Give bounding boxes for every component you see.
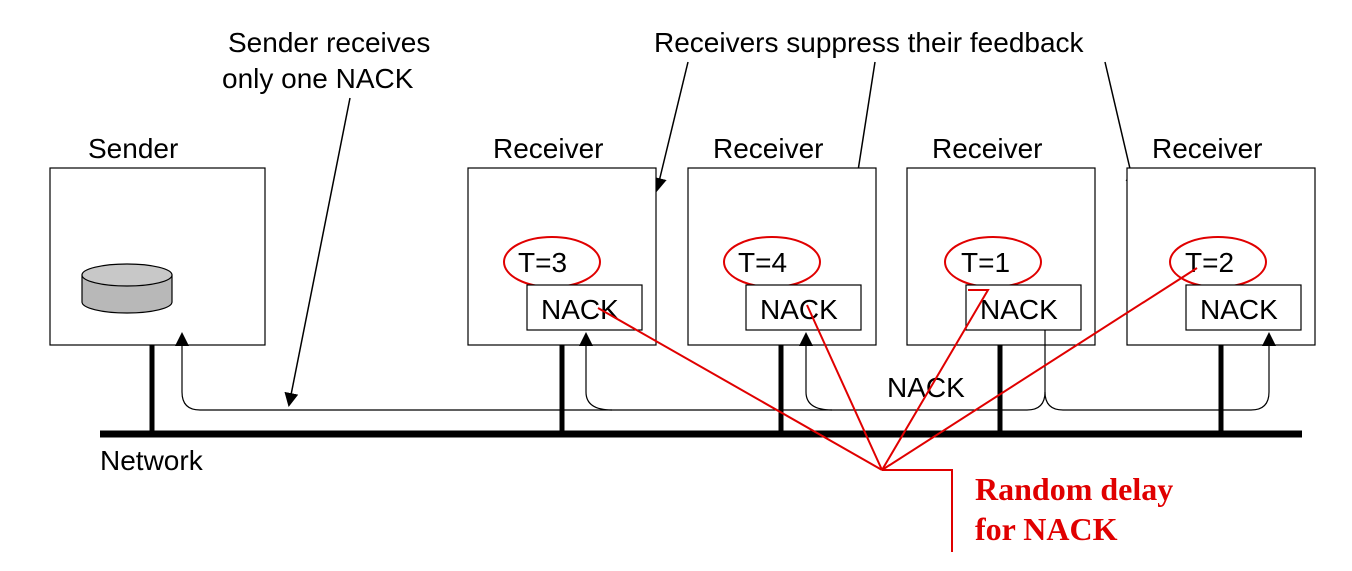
receiver-label: Receiver (1152, 133, 1262, 164)
nack-label: NACK (760, 294, 838, 325)
receiver-3: Receiver T=1 NACK (906, 133, 1096, 346)
delay-line-receiver-1 (597, 307, 883, 471)
callout-bracket (882, 469, 953, 552)
callout-random-delay-line2: for NACK (975, 511, 1118, 547)
suppress-pointer-arrow-1 (653, 61, 689, 192)
callout-random-delay-line1: Random delay (975, 471, 1173, 507)
receivers-suppress-annotation: Receivers suppress their feedback (654, 27, 1085, 58)
network-label: Network (100, 445, 204, 476)
nack-path-to-receiver-4 (1044, 332, 1276, 411)
timer-value: T=1 (961, 247, 1010, 278)
sender-receives-annotation-line2: only one NACK (222, 63, 414, 94)
nack-path-to-receiver-1 (579, 332, 613, 411)
nack-box (965, 284, 1082, 331)
receiver-label: Receiver (493, 133, 603, 164)
timer-value: T=3 (518, 247, 567, 278)
nack-label: NACK (1200, 294, 1278, 325)
delay-line-receiver-2 (806, 304, 883, 471)
receiver-2: Receiver T=4 NACK (687, 133, 877, 346)
nack-path-to-sender (175, 330, 1046, 411)
sender-label: Sender (88, 133, 178, 164)
receiver-label: Receiver (713, 133, 823, 164)
nack-flow-label: NACK (887, 372, 965, 403)
nack-box (1185, 284, 1302, 331)
receiver-1: Receiver T=3 NACK (467, 133, 657, 346)
database-icon (81, 263, 173, 314)
nack-label: NACK (541, 294, 619, 325)
random-delay-lines (597, 267, 1198, 552)
sender-box (49, 167, 266, 346)
nack-box (745, 284, 862, 331)
timer-value: T=2 (1185, 247, 1234, 278)
timer-value: T=4 (738, 247, 787, 278)
nack-path-to-receiver-2 (799, 332, 833, 411)
sender-receives-pointer-arrow (284, 97, 351, 407)
sender-receives-annotation-line1: Sender receives (228, 27, 430, 58)
receiver-label: Receiver (932, 133, 1042, 164)
nack-multicast-paths (175, 330, 1276, 411)
receiver-4: Receiver T=2 NACK (1126, 133, 1316, 346)
delay-line-receiver-3 (881, 289, 990, 471)
nack-label: NACK (980, 294, 1058, 325)
delay-line-receiver-4 (881, 267, 1198, 471)
